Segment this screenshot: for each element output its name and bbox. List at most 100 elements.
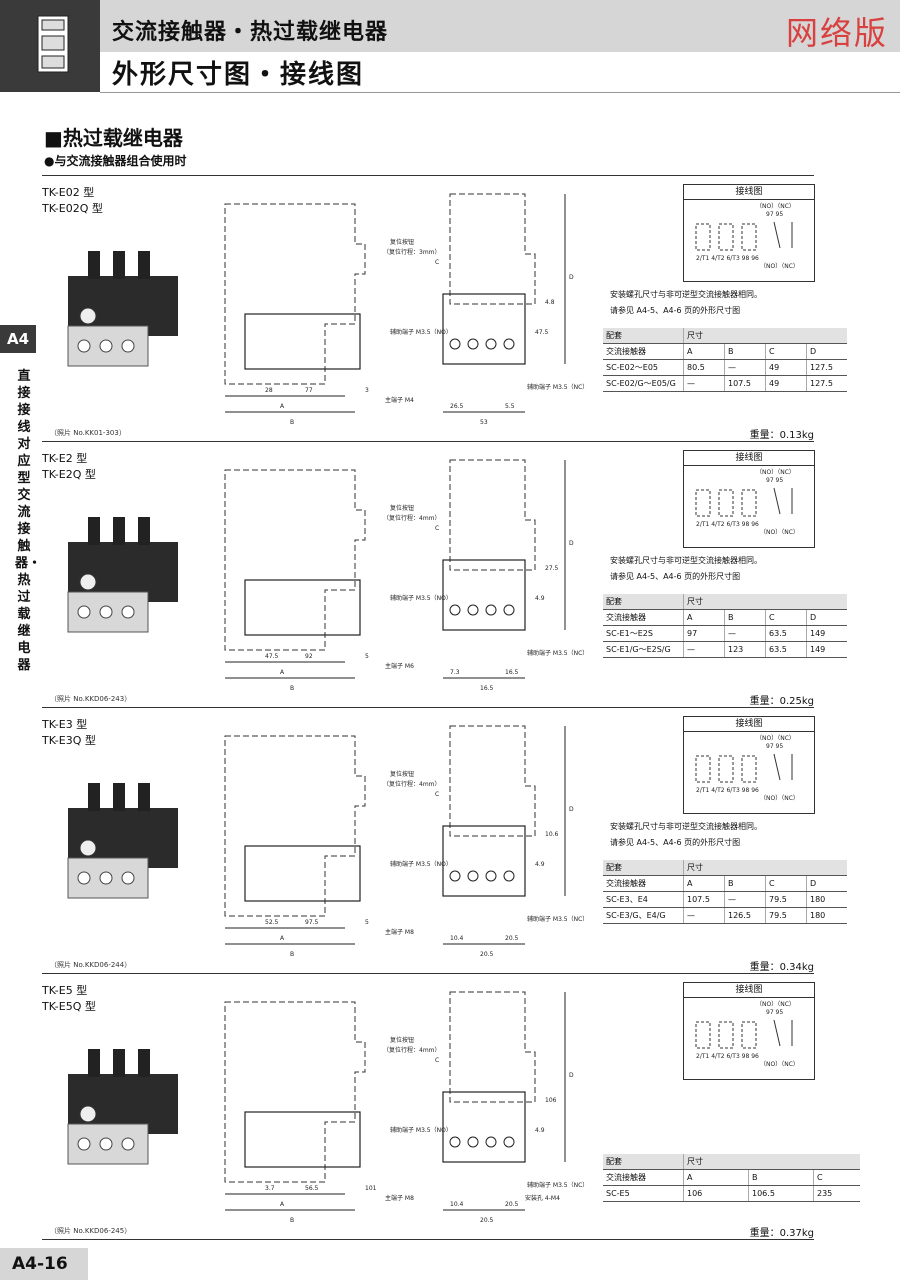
table-cell: 尺寸 — [683, 860, 847, 876]
dimension-value: 77 — [305, 387, 313, 394]
relay-outline — [244, 313, 361, 370]
divider — [42, 441, 814, 442]
terminal-circle — [485, 1136, 497, 1148]
dimension-drawing: 复位按钮（复位行程：4mm）辅助端子 M3.5（NO）辅助端子 M3.5（NC）… — [205, 716, 595, 966]
terminal-circle — [503, 1136, 515, 1148]
reference-note: 请参见 A4-5、A4-6 页的外形尺寸图 — [610, 306, 741, 315]
dimension-value: 10.6 — [545, 831, 559, 838]
table-cell: — — [724, 625, 766, 642]
weight-label: 重量：0.13kg — [749, 430, 814, 441]
aux-terminal-nc-label: 辅助端子 M3.5（NC） — [527, 1181, 588, 1189]
dimension-D: D — [569, 806, 574, 813]
mounting-note: 安装螺孔尺寸与非可逆型交流接触器相同。 — [610, 290, 762, 299]
wiring-schematic: （NO）（NC）97 952/T1 4/T2 6/T3 98 96（NO）（NC… — [695, 469, 799, 536]
heater-element — [695, 1021, 711, 1049]
dimension-A: A — [280, 935, 285, 942]
dial — [79, 839, 97, 857]
dimension-C: C — [435, 1057, 439, 1064]
relay-outline — [244, 845, 361, 902]
dimension-value: 16.5 — [505, 669, 519, 676]
table-cell: 交流接触器 — [603, 343, 684, 360]
aux-contact — [773, 1019, 781, 1047]
main-terminal — [138, 251, 150, 279]
table-cell: 127.5 — [806, 375, 847, 392]
terminal-screw — [121, 1137, 135, 1151]
aux-contact — [773, 753, 781, 781]
terminal-circle — [467, 870, 479, 882]
table-cell: 123 — [724, 641, 766, 658]
relay-photo — [67, 517, 178, 633]
divider — [42, 175, 814, 176]
dimension-A: A — [280, 669, 285, 676]
table-cell: 配套 — [603, 860, 684, 876]
wiring-top-label: （NO）（NC） — [756, 735, 795, 742]
dimension-value: 3.7 — [265, 1185, 275, 1192]
table-cell: 235 — [813, 1185, 860, 1202]
dimension-D: D — [569, 1072, 574, 1079]
wiring-title: 接线图 — [684, 983, 814, 998]
weight-label: 重量：0.37kg — [749, 1228, 814, 1239]
heater-element — [718, 223, 734, 251]
table-cell: 配套 — [603, 328, 684, 344]
wiring-bottom-label: （NO）（NC） — [760, 1061, 799, 1068]
relay-outline — [244, 1111, 361, 1168]
dimension-value: 101 — [365, 1185, 377, 1192]
dial — [79, 573, 97, 591]
aux-contact — [773, 487, 781, 515]
divider — [42, 1239, 814, 1240]
relay-outline — [244, 579, 361, 636]
table-cell: 尺寸 — [683, 1154, 860, 1170]
terminal-circle — [503, 604, 515, 616]
contactor-outline — [224, 735, 366, 917]
table-cell: 49 — [765, 375, 807, 392]
main-terminal — [138, 1049, 150, 1077]
wiring-bottom-label: （NO）（NC） — [760, 263, 799, 270]
table-cell: 107.5 — [724, 375, 766, 392]
main-terminal-label: 主端子 M8 — [385, 928, 414, 936]
heater-element — [718, 755, 734, 783]
dimension-value: 7.3 — [450, 669, 460, 676]
heater-element — [695, 223, 711, 251]
aux-terminal-no-label: 辅助端子 M3.5（NO） — [390, 860, 452, 868]
aux-terminal-no-label: 辅助端子 M3.5（NO） — [390, 1126, 452, 1134]
table-cell: 80.5 — [683, 359, 725, 376]
terminal-circle — [485, 870, 497, 882]
dial — [79, 307, 97, 325]
table-cell: A — [683, 1169, 749, 1186]
table-cell: 配套 — [603, 1154, 684, 1170]
wiring-terminal-labels: 2/T1 4/T2 6/T3 98 96 — [696, 255, 759, 262]
divider — [42, 707, 814, 708]
table-cell: 180 — [806, 891, 847, 908]
table-cell: 180 — [806, 907, 847, 924]
table-cell: A — [683, 343, 725, 360]
dimension-value: 3 — [365, 387, 369, 394]
relay-photo — [67, 1049, 178, 1165]
relay-front-outline — [442, 825, 526, 897]
table-cell: A — [683, 609, 725, 626]
dimension-C: C — [435, 259, 439, 266]
terminal-screw — [99, 605, 113, 619]
main-terminal — [113, 251, 125, 279]
table-header-row: 配套尺寸 — [603, 860, 847, 876]
main-terminal — [113, 1049, 125, 1077]
outline-drawing: 复位按钮（复位行程：4mm）辅助端子 M3.5（NO）辅助端子 M3.5（NC）… — [224, 459, 588, 692]
dimension-B: B — [290, 951, 294, 958]
heater-element — [741, 223, 757, 251]
wiring-schematic: （NO）（NC）97 952/T1 4/T2 6/T3 98 96（NO）（NC… — [695, 203, 799, 270]
reset-button-label: 复位按钮 — [390, 504, 414, 512]
heater-element — [741, 1021, 757, 1049]
dimension-value: 26.5 — [450, 403, 464, 410]
weight-label: 重量：0.25kg — [749, 696, 814, 707]
front-contactor-outline — [449, 991, 536, 1103]
main-terminal — [113, 517, 125, 545]
dimension-value: 10.4 — [450, 935, 464, 942]
